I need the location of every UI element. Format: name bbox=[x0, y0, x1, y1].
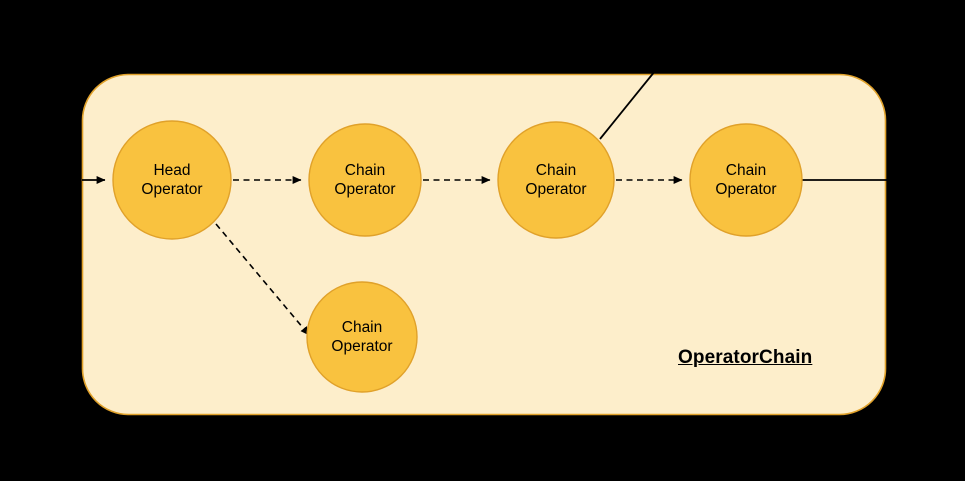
operator-chain-container bbox=[81, 73, 887, 416]
node-chain-operator-3[interactable] bbox=[689, 123, 803, 237]
edge-chain2-to-external-top bbox=[599, 70, 656, 140]
node-chain-operator-2[interactable] bbox=[497, 121, 615, 239]
operator-chain-title: OperatorChain bbox=[678, 347, 813, 368]
node-chain-operator-4[interactable] bbox=[306, 281, 418, 393]
edge-head-to-chain4 bbox=[215, 223, 310, 336]
node-chain-operator-1[interactable] bbox=[308, 123, 422, 237]
node-head-operator[interactable] bbox=[112, 120, 232, 240]
